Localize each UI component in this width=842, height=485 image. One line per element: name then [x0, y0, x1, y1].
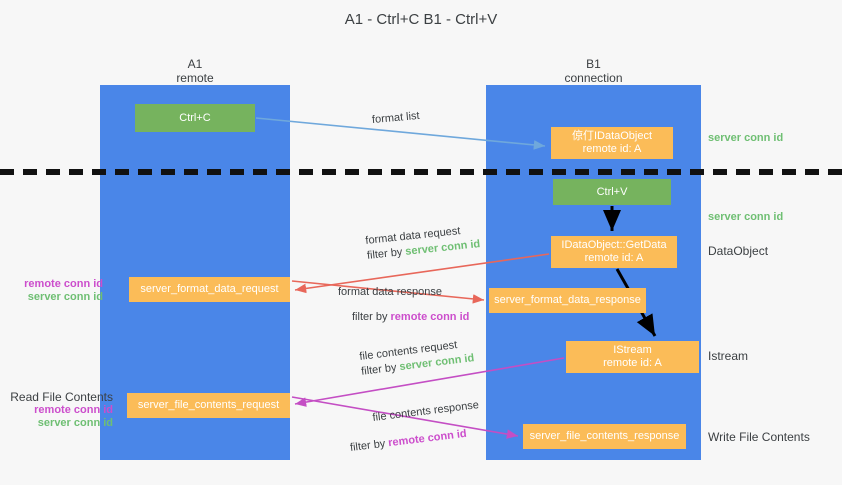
- box-idataobject-getdata[interactable]: IDataObject::GetData remote id: A: [551, 236, 677, 268]
- annotation-file-contents-request: file contents request filter by server c…: [359, 336, 476, 380]
- box-idataobject[interactable]: 倞仃IDataObject remote id: A: [551, 127, 673, 159]
- annotation-format-list-text: format list: [371, 109, 421, 127]
- annotation-file-contents-response-text: file contents response: [371, 399, 480, 424]
- label-read-file-contents: Read File Contents: [10, 390, 113, 404]
- filter-by-prefix-4: filter by: [349, 437, 390, 454]
- annotation-format-data-response: format data response filter by remote co…: [338, 285, 469, 325]
- page-title: A1 - Ctrl+C B1 - Ctrl+V: [344, 11, 498, 28]
- filter-value-remote-conn-id-1: remote conn id: [390, 311, 470, 323]
- label-dataobject: DataObject: [708, 244, 769, 258]
- box-ctrl-v[interactable]: Ctrl+V: [553, 179, 671, 205]
- annotation-filter-by-remote-1: filter by remote conn id: [352, 310, 469, 325]
- label-istream: Istream: [708, 349, 749, 363]
- column-a1-sub: remote: [176, 71, 214, 85]
- column-header-a1: A1 remote: [100, 57, 290, 85]
- annotation-format-data-response-text: format data response: [338, 286, 442, 298]
- box-ctrl-c[interactable]: Ctrl+C: [135, 104, 255, 132]
- box-server-format-data-response[interactable]: server_format_data_response: [489, 288, 646, 313]
- label-write-file-contents: Write File Contents: [708, 430, 810, 444]
- label-remote-conn-id-upper: remote conn id: [24, 278, 103, 290]
- label-server-conn-id-upper: server conn id: [27, 291, 103, 303]
- label-remote-conn-id-lower: remote conn id: [34, 404, 113, 416]
- annotation-format-data-request: format data request filter by server con…: [365, 222, 481, 264]
- box-server-format-data-request[interactable]: server_format_data_request: [129, 277, 290, 302]
- filter-by-prefix-2: filter by: [352, 311, 391, 323]
- label-server-conn-id-mid: server conn id: [708, 211, 784, 223]
- filter-by-prefix-1: filter by: [366, 245, 406, 262]
- label-server-conn-id-lower: server conn id: [37, 417, 113, 429]
- annotation-filter-by-remote-2: filter by remote conn id: [349, 425, 483, 456]
- label-server-conn-id-top: server conn id: [708, 132, 784, 144]
- box-server-file-contents-response[interactable]: server_file_contents_response: [523, 424, 686, 449]
- label-group-read-file-contents: Read File Contents remote conn id server…: [8, 391, 113, 430]
- column-header-b1: B1 connection: [486, 57, 701, 85]
- column-b1-sub: connection: [564, 71, 623, 85]
- column-a1-name: A1: [187, 57, 203, 71]
- label-group-conn-ids-upper: remote conn id server conn id: [8, 278, 103, 304]
- box-istream[interactable]: IStream remote id: A: [566, 341, 699, 373]
- annotation-file-contents-response: file contents response filter by remote …: [346, 398, 483, 456]
- filter-by-prefix-3: filter by: [360, 361, 401, 378]
- annotation-format-list: format list: [371, 109, 421, 128]
- column-b1-name: B1: [586, 57, 601, 71]
- filter-value-remote-conn-id-2: remote conn id: [387, 427, 468, 450]
- box-server-file-contents-request[interactable]: server_file_contents_request: [127, 393, 290, 418]
